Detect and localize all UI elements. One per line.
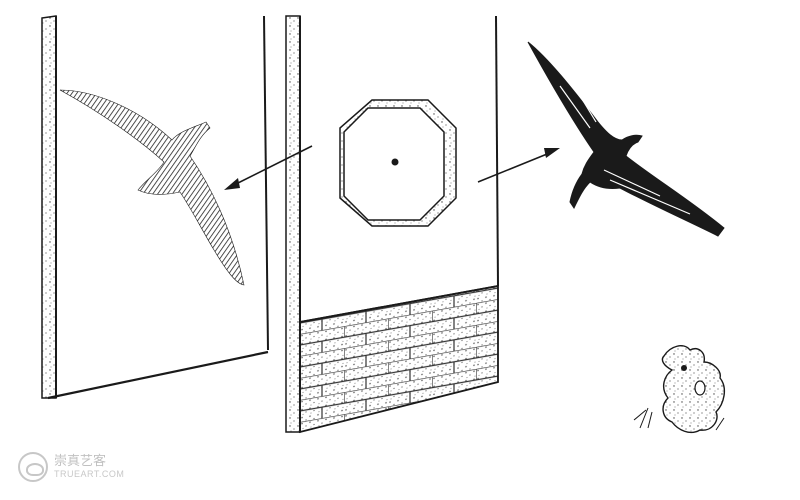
live-bird-icon [527,41,725,237]
painted-bird-wall [41,15,269,400]
watermark-icon [18,452,48,482]
arrow-to-painted-bird [224,145,313,190]
watermark-brand-en: TRUEART.COM [54,469,125,479]
watermark-text: 崇真艺客 TRUEART.COM [54,455,124,479]
painted-bird-icon [59,89,245,286]
watermark-logo: 崇真艺客 TRUEART.COM [18,452,124,482]
octagonal-window [339,99,457,227]
arrow-to-live-bird [477,148,560,183]
brick-base [299,284,499,434]
garden-rock-icon [633,345,726,434]
window-center-dot [391,158,399,166]
watermark-brand-cn: 崇真艺客 [54,454,107,469]
